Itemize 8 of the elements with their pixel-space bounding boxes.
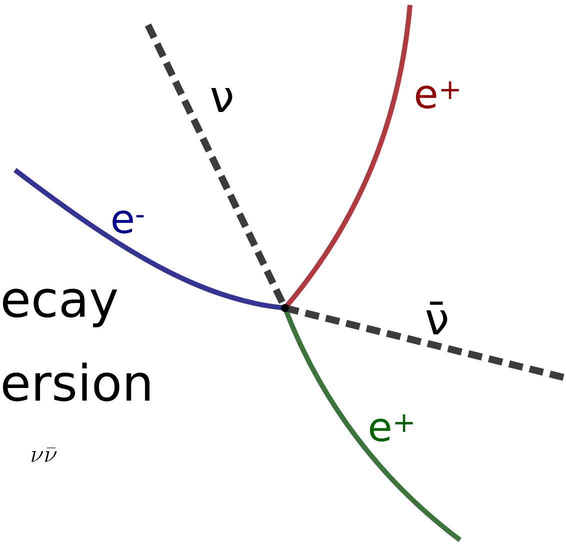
particle-label: e$^{+}$ (370, 414, 413, 442)
particle-label: ν (211, 88, 232, 112)
caption-text: ersion (2, 362, 150, 402)
particle-label: e$^{+}$ (416, 81, 459, 109)
formula: $\nu\bar{\nu}$ (32, 448, 57, 462)
caption-text: ecay (2, 288, 118, 328)
particle-label: e$^{-}$ (112, 210, 144, 234)
particle-label: ν̄ (426, 302, 448, 334)
